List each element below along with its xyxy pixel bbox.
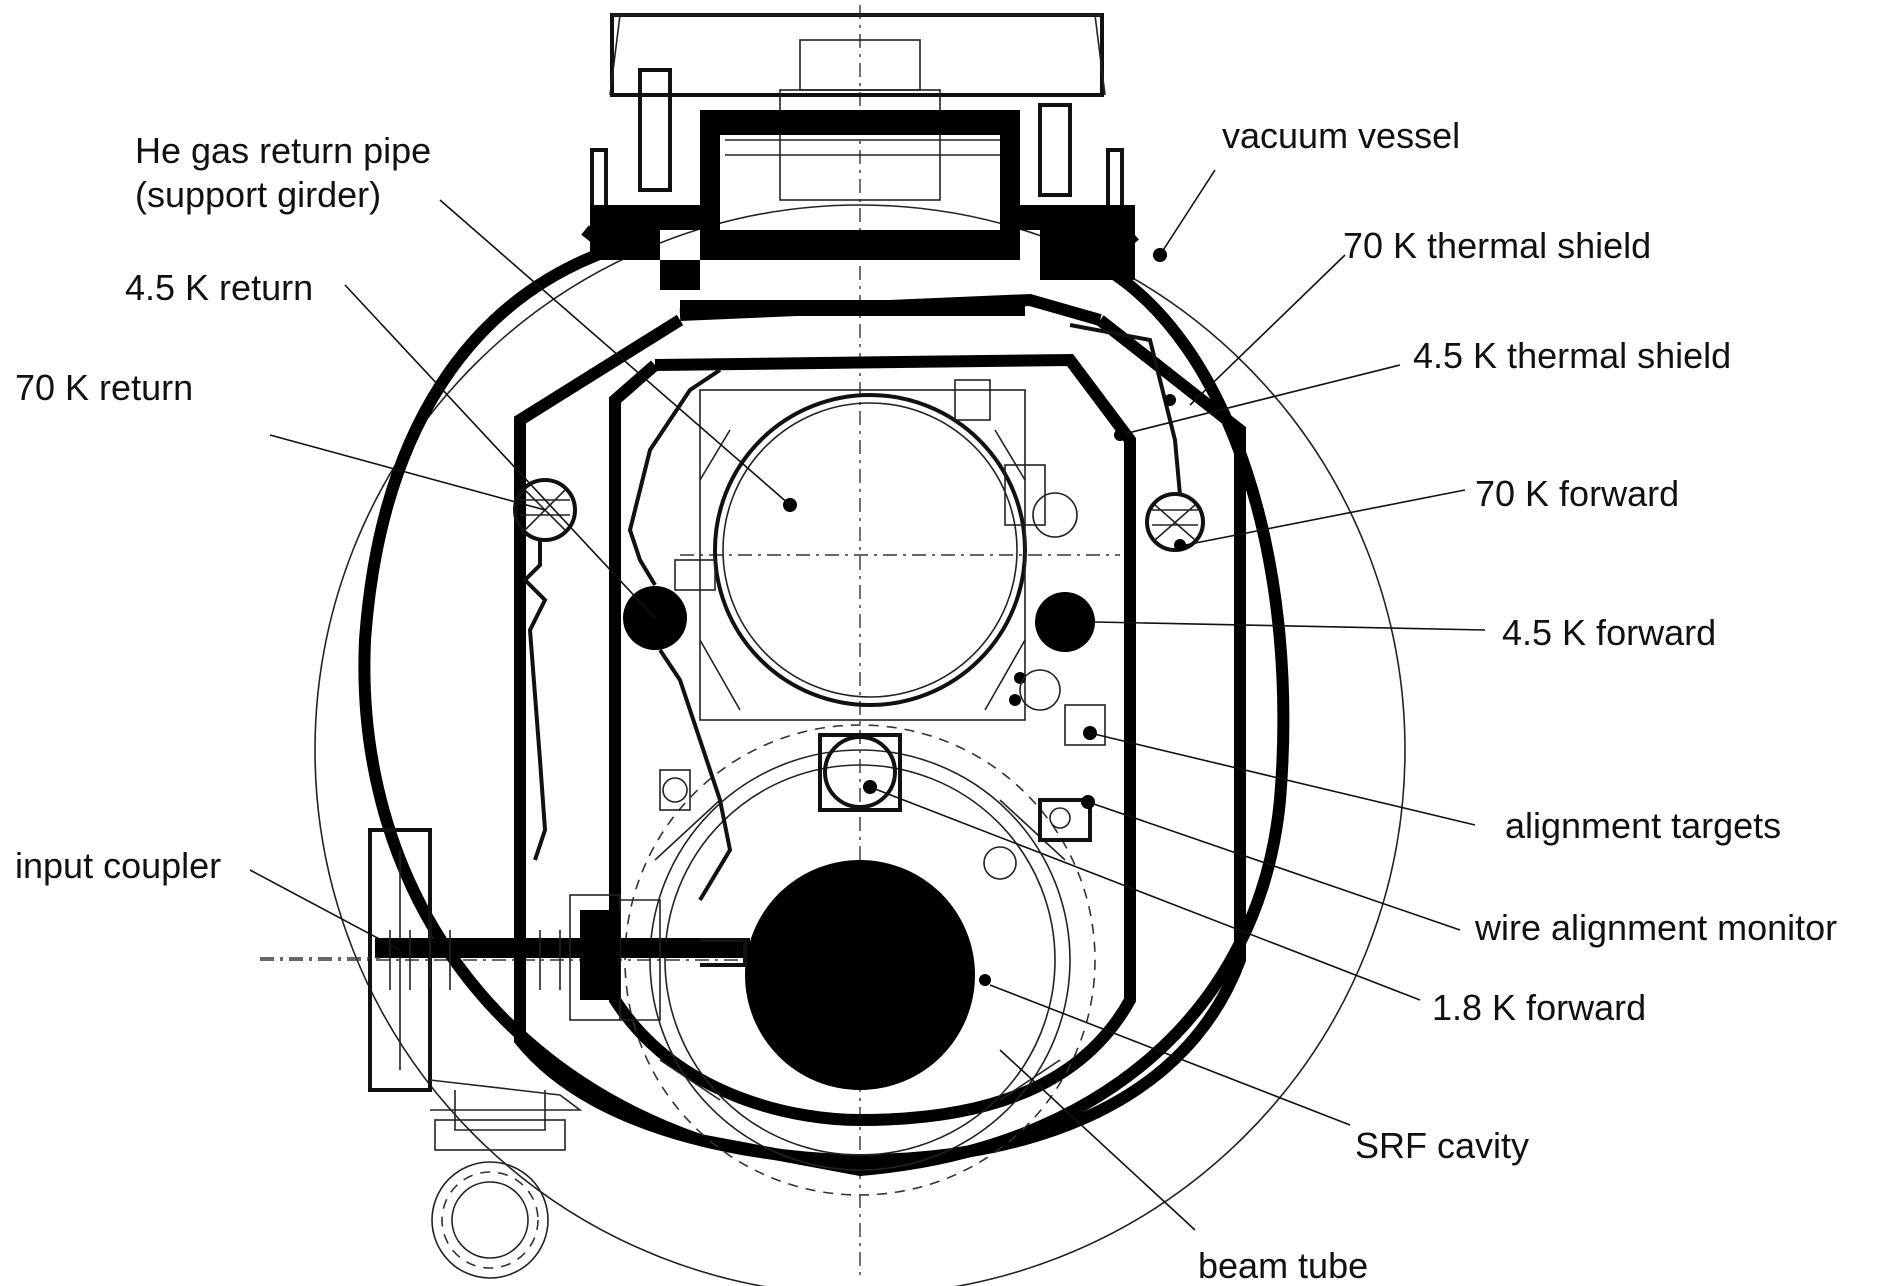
vacuum-vessel-marker — [1153, 248, 1167, 262]
thermal-shield-70k-marker — [1164, 394, 1176, 406]
label-forward-70k: 70 K forward — [1475, 473, 1679, 514]
outer-reference-circle — [314, 204, 1406, 1286]
thermal-shield-4-5k — [609, 353, 1136, 1127]
srf-cavity — [624, 724, 1096, 1196]
label-thermal-shield-4-5k: 4.5 K thermal shield — [1413, 335, 1731, 376]
he-gas-return-pipe — [699, 389, 1027, 721]
label-he-gas-return-pipe: He gas return pipe — [135, 130, 431, 171]
forward-pipe-4-5k — [1035, 592, 1095, 652]
forward-pipe-70k — [1069, 323, 1205, 552]
leader-lines — [249, 169, 1486, 1231]
beam-tube-disc — [745, 860, 975, 1090]
vessel-top-flange — [590, 110, 1135, 230]
label-srf-cavity: SRF cavity — [1355, 1125, 1529, 1166]
label-alignment-targets: alignment targets — [1505, 805, 1781, 846]
alignment-targets — [659, 704, 1106, 811]
label-input-coupler: input coupler — [15, 845, 221, 886]
label-return-70k: 70 K return — [15, 367, 193, 408]
srf-cavity-marker — [979, 974, 991, 986]
vessel-top-block-left — [590, 225, 700, 290]
label-return-4-5k: 4.5 K return — [125, 267, 313, 308]
label-support-girder: (support girder) — [135, 174, 381, 215]
label-beam-tube: beam tube — [1198, 1245, 1368, 1286]
input-coupler — [260, 828, 750, 1279]
label-wire-alignment-monitor: wire alignment monitor — [1474, 907, 1837, 948]
label-forward-4-5k: 4.5 K forward — [1502, 612, 1716, 653]
flange-details — [674, 379, 1078, 711]
thermal-shield-4-5k-marker — [1114, 429, 1126, 441]
label-forward-1-8k: 1.8 K forward — [1432, 987, 1646, 1028]
label-vacuum-vessel: vacuum vessel — [1222, 115, 1460, 156]
label-thermal-shield-70k: 70 K thermal shield — [1343, 225, 1651, 266]
wire-alignment-monitor — [983, 795, 1095, 880]
girder-plate — [700, 230, 1020, 260]
forward-70k-marker — [1174, 539, 1186, 551]
thermal-shield-70k — [514, 314, 1246, 1167]
